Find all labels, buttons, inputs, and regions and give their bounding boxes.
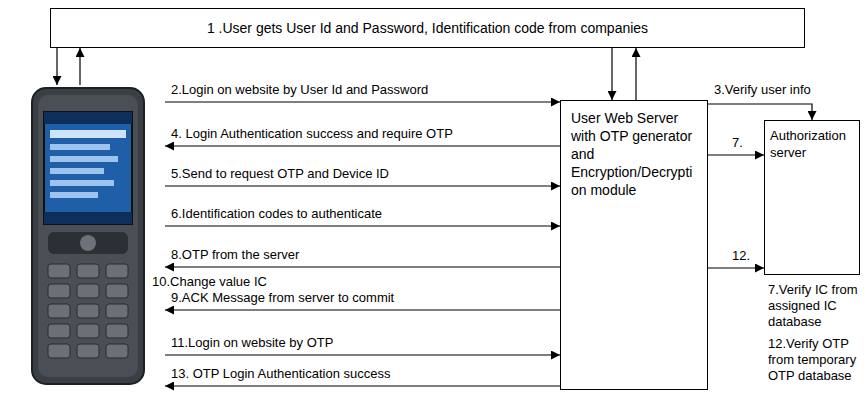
step-label: 2.Login on website by User Id and Passwo… xyxy=(169,82,430,98)
arrow-connector xyxy=(165,101,560,102)
node-text: 1 .User gets User Id and Password, Ident… xyxy=(207,20,648,36)
step-label: 7. xyxy=(730,135,745,151)
step-label: 4. Login Authentication success and requ… xyxy=(169,126,455,142)
step-label: 12. xyxy=(730,248,752,264)
node-text: Authorization server xyxy=(770,127,854,161)
step-label: 6.Identification codes to authenticate xyxy=(169,206,384,222)
step-label: 5.Send to request OTP and Device ID xyxy=(169,166,391,182)
step-label: 11.Login on website by OTP xyxy=(169,335,335,351)
arrow-connector xyxy=(165,309,560,310)
step-label: 10.Change value IC xyxy=(150,274,269,289)
arrow-connector xyxy=(165,145,560,146)
arrow-connector xyxy=(56,48,57,85)
arrow-connector xyxy=(165,185,560,186)
node-text: User Web Server with OTP generator and E… xyxy=(571,109,697,199)
arrow-connector xyxy=(165,385,560,386)
mobile-device: 10.Change value IC xyxy=(28,85,165,395)
arrow-connector xyxy=(708,267,764,268)
arrow-connector xyxy=(708,154,764,155)
step-label: 8.OTP from the server xyxy=(169,247,301,263)
arrow-connector xyxy=(611,48,612,100)
step-label: 13. OTP Login Authentication success xyxy=(169,366,392,382)
server-box: User Web Server with OTP generator and E… xyxy=(560,100,708,390)
server-box: Authorization server xyxy=(764,120,860,275)
step-label: 9.ACK Message from server to commit xyxy=(169,290,396,306)
note-text: 12.Verify OTP from temporary OTP databas… xyxy=(768,336,862,384)
arrow-connector xyxy=(79,48,80,85)
arrow-connector xyxy=(165,354,560,355)
arrow-connector xyxy=(165,225,560,226)
info-box: 1 .User gets User Id and Password, Ident… xyxy=(50,8,805,48)
arrow-connector xyxy=(635,48,636,100)
arrow-connector xyxy=(708,104,812,120)
step-label: 3.Verify user info xyxy=(712,82,813,98)
note-text: 7.Verify IC from assigned IC database xyxy=(768,282,862,330)
arrow-connector xyxy=(165,266,560,267)
